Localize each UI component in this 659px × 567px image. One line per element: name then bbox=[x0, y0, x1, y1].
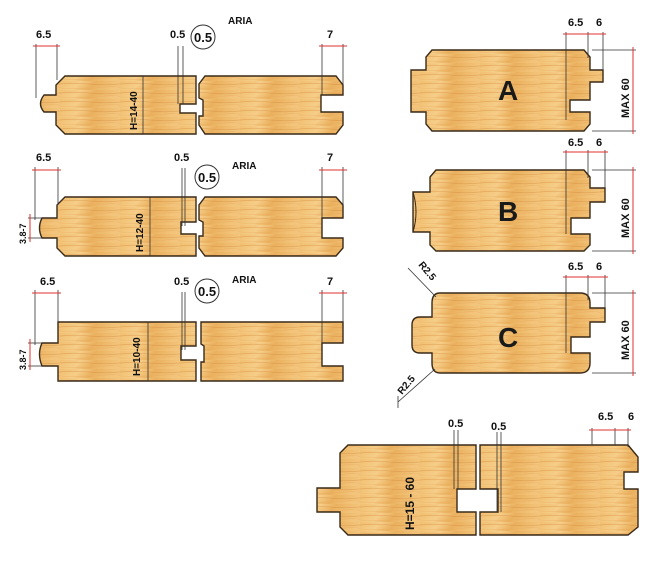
profile-c-dim1: 6.5 bbox=[568, 261, 583, 273]
bottom-dim2: 6 bbox=[628, 411, 634, 423]
profile-c-radius-bottom: R2.5 bbox=[396, 373, 418, 397]
left1-dim-gap: 0.5 bbox=[170, 29, 185, 41]
left1-dim-left: 6.5 bbox=[36, 29, 51, 41]
left1-aria-label: ARIA bbox=[228, 16, 252, 27]
bottom-profile bbox=[316, 428, 639, 536]
left2-dim-left: 6.5 bbox=[36, 152, 51, 164]
profile-a-dim2: 6 bbox=[596, 17, 602, 29]
left2-side-dim: 3.8-7 bbox=[18, 223, 28, 244]
left2-aria-label: ARIA bbox=[232, 161, 256, 172]
bottom-gap-right: 0.5 bbox=[491, 421, 506, 433]
profile-b-max: MAX 60 bbox=[620, 198, 632, 238]
right-profile-c bbox=[397, 267, 636, 408]
right-profile-a bbox=[410, 32, 636, 134]
profile-b-letter: B bbox=[498, 196, 518, 227]
bottom-dim1: 6.5 bbox=[598, 411, 613, 423]
left3-dim-left: 6.5 bbox=[40, 276, 55, 288]
left2-dim-right: 7 bbox=[327, 152, 333, 164]
left3-dim-right: 7 bbox=[327, 276, 333, 288]
left2-dim-gap: 0.5 bbox=[174, 152, 189, 164]
left2-height-label: H=12-40 bbox=[135, 213, 146, 252]
bottom-gap-left: 0.5 bbox=[448, 418, 463, 430]
left1-height-label: H=14-40 bbox=[129, 91, 140, 130]
left3-dim-gap: 0.5 bbox=[174, 276, 189, 288]
profile-b-dim2: 6 bbox=[596, 137, 602, 149]
profile-c-dim2: 6 bbox=[596, 261, 602, 273]
profile-a-dim1: 6.5 bbox=[568, 17, 583, 29]
profile-a-max: MAX 60 bbox=[620, 78, 632, 118]
left-profile-2 bbox=[28, 164, 347, 257]
profile-c-letter: C bbox=[498, 322, 518, 353]
left3-height-label: H=10-40 bbox=[132, 337, 143, 376]
right-profile-b bbox=[412, 150, 636, 254]
left-profile-3 bbox=[28, 278, 347, 382]
profile-b-dim1: 6.5 bbox=[568, 137, 583, 149]
left2-circle-label: 0.5 bbox=[198, 170, 216, 185]
left3-aria-label: ARIA bbox=[232, 275, 256, 286]
left1-circle-label: 0.5 bbox=[194, 30, 212, 45]
left-profile-1 bbox=[33, 24, 347, 135]
bottom-height-label: H=15 - 60 bbox=[403, 477, 417, 530]
left3-side-dim: 3.8-7 bbox=[18, 349, 28, 370]
profile-c-max: MAX 60 bbox=[620, 320, 632, 360]
left1-dim-right: 7 bbox=[327, 29, 333, 41]
left3-circle-label: 0.5 bbox=[198, 284, 216, 299]
profile-a-letter: A bbox=[498, 75, 518, 106]
